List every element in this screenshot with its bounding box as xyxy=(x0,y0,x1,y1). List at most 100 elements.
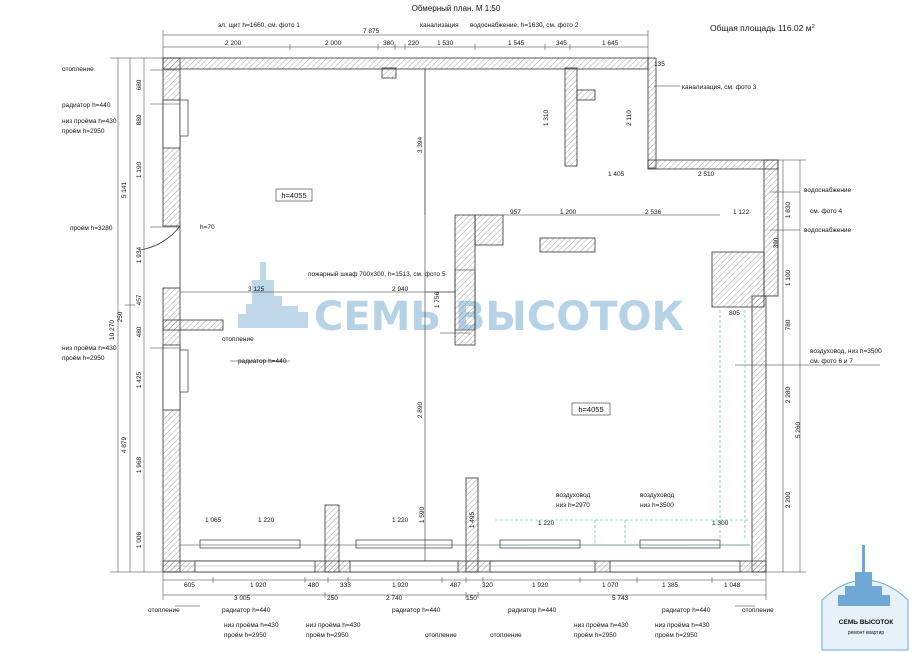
wall-right-upper xyxy=(763,159,779,297)
annot-radiator-bottom-2: радиатор h=440 xyxy=(392,607,441,614)
dim-left-3: 1 190 xyxy=(136,161,143,178)
dim-957: 957 xyxy=(510,209,521,216)
dim-2890: 2 890 xyxy=(417,401,424,418)
annot-radiator-bottom-4: радиатор h=440 xyxy=(662,607,711,614)
wall-left-lower xyxy=(162,287,181,573)
wall-bath-left xyxy=(647,57,657,169)
dim-2536: 2 536 xyxy=(645,209,662,216)
annot-water-right-2: водоснабжение xyxy=(804,226,852,234)
windows xyxy=(162,99,766,573)
dim-left-4: 1 934 xyxy=(136,246,143,263)
annot-opening-bottom-4: проём h=2950 xyxy=(655,632,698,639)
dim-left-5: 457 xyxy=(136,294,143,305)
wall-right-notch xyxy=(711,251,765,308)
dim-top-7: 345 xyxy=(556,40,567,47)
dim-right-3: 1 100 xyxy=(785,269,792,286)
dim-window-5: 1 300 xyxy=(712,520,729,527)
pier-left-bottom xyxy=(324,504,340,573)
annot-duct-photo: см. фото 6 и 7 xyxy=(810,358,853,365)
room-height-2: h=4055 xyxy=(578,405,603,414)
pier-center-bottom xyxy=(465,477,479,573)
logo-line2: ремонт квартир xyxy=(848,630,885,636)
annot-duct-1b: низ h=2970 xyxy=(556,502,590,509)
annot-h70: h=70 xyxy=(200,224,215,231)
dim-bottom-6: 487 xyxy=(450,582,461,589)
annot-heating-bottom-2: отопление xyxy=(425,632,457,639)
dim-1590: 1 590 xyxy=(419,506,426,523)
wall-top xyxy=(162,57,649,70)
total-area: Общая площадь 116.02 м2 xyxy=(710,23,815,33)
annot-opening-bottom-2: проём h=2950 xyxy=(306,632,349,639)
annot-heating-bottom-4: отопление xyxy=(742,607,774,614)
dim-top-overall: 7 875 xyxy=(363,28,380,35)
dim-bottom-c5: 5 743 xyxy=(612,595,629,602)
dim-1122: 1 122 xyxy=(733,209,750,216)
dim-bottom-c2: 250 xyxy=(327,595,338,602)
dim-1310: 1 310 xyxy=(543,109,550,126)
column-center-cap xyxy=(474,214,504,246)
annot-duct-2b: низ h=3500 xyxy=(640,502,674,509)
dim-left-6: 250 xyxy=(117,311,124,322)
dim-left-9: 1 968 xyxy=(136,456,143,473)
dim-1495: 1 495 xyxy=(469,511,476,528)
dim-bottom-c4: 150 xyxy=(466,595,477,602)
dim-bottom-c1: 3 005 xyxy=(234,595,251,602)
wall-bottom xyxy=(162,560,767,573)
annot-opening-low-left-2: низ проёма h=430 xyxy=(62,345,117,352)
dim-2110: 2 110 xyxy=(626,110,633,126)
dim-1405: 1 405 xyxy=(608,171,625,178)
room-height-box-2 xyxy=(571,402,611,416)
annot-duct-right: воздуховод, низ h=3500 xyxy=(810,348,882,355)
dim-top-1: 2 200 xyxy=(225,40,242,47)
dim-bottom-c3: 2 740 xyxy=(386,595,403,602)
dim-top-8: 1 645 xyxy=(602,40,619,47)
annot-opening-low-left-1: низ проёма h=430 xyxy=(62,118,117,125)
dim-bottom-5: 1 920 xyxy=(392,582,409,589)
wall-bath-niche xyxy=(576,89,596,101)
annot-opening-left-1: проём h=2950 xyxy=(62,128,105,135)
annot-water-right-1: водоснабжение xyxy=(804,186,852,194)
dimension-lines xyxy=(110,30,880,607)
dim-right-7: 2 200 xyxy=(785,491,792,508)
dim-bottom-3: 480 xyxy=(308,582,319,589)
dim-3394: 3 394 xyxy=(417,136,424,153)
annot-duct-2: воздуховод xyxy=(640,492,674,499)
dim-bottom-7: 320 xyxy=(482,582,493,589)
dim-top-5: 1 530 xyxy=(437,40,454,47)
wall-partition-left xyxy=(162,319,224,331)
dim-top-9: 135 xyxy=(654,61,665,68)
dim-bottom-4: 333 xyxy=(340,582,351,589)
wall-right-lower xyxy=(751,295,767,573)
wall-bath-inner xyxy=(564,67,578,167)
dim-window-2: 1 220 xyxy=(258,517,275,524)
annot-sewer-photo3: канализация, см. фото 3 xyxy=(682,84,757,91)
annot-duct-1: воздуховод xyxy=(556,492,590,499)
annot-water: водоснабжение, h=1630, см. фото 2 xyxy=(470,21,579,29)
annot-sewer: канализация xyxy=(420,22,459,29)
dim-top-3: 380 xyxy=(383,40,394,47)
dim-right-2: 390 xyxy=(773,237,780,248)
wall-top-nub xyxy=(381,67,397,79)
dim-left-8: 1 425 xyxy=(136,371,143,388)
dim-top-2: 2 000 xyxy=(325,40,342,47)
annot-opening-bottom-1: проём h=2950 xyxy=(224,632,267,639)
annot-radiator-bottom-3: радиатор h=440 xyxy=(508,607,557,614)
dim-right-6: 5 260 xyxy=(795,421,802,438)
annot-heating-left-1: отопление xyxy=(62,66,94,73)
room-height-1: h=4055 xyxy=(281,191,306,200)
dim-window-3: 1 220 xyxy=(392,517,409,524)
dim-bottom-8: 1 920 xyxy=(532,582,549,589)
annot-heating-bottom-1: отопление xyxy=(148,607,180,614)
dim-top-6: 1 545 xyxy=(508,40,525,47)
dim-3125: 3 125 xyxy=(248,286,265,293)
annot-opening-low-bottom-1: низ проёма h=430 xyxy=(224,622,279,629)
dim-left-1: 680 xyxy=(136,79,143,90)
radiators xyxy=(179,99,721,549)
logo-line1: СЕМЬ ВЫСОТОК xyxy=(839,619,893,626)
dim-bottom-11: 1 048 xyxy=(724,582,741,589)
dim-bottom-9: 1 070 xyxy=(602,582,619,589)
room-height-box-1 xyxy=(275,188,313,202)
annot-el-board: эл. щит h=1660, см. фото 1 xyxy=(218,22,300,29)
dim-top-4: 220 xyxy=(408,40,419,47)
